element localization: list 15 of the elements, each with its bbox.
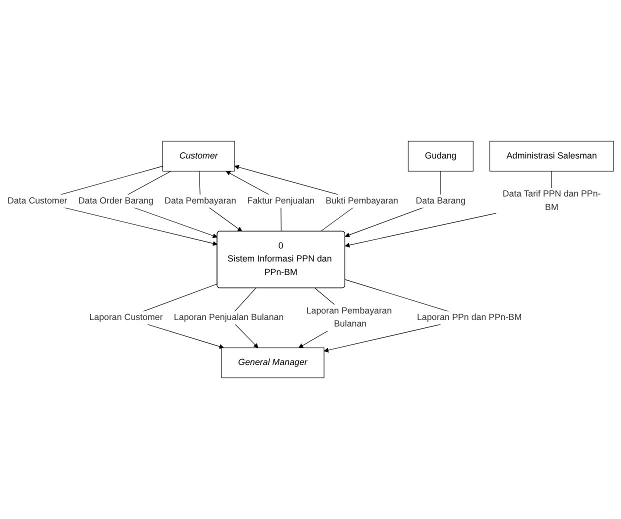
edge-label: Bukti Pembayaran — [326, 196, 398, 206]
edge-label: Data Order Barang — [78, 196, 154, 206]
edge-label: Data Barang — [416, 196, 466, 206]
edge-label: Data Customer — [7, 196, 68, 206]
edge-label: Faktur Penjualan — [247, 196, 315, 206]
edge-label: Laporan Pembayaran Bulanan — [306, 306, 392, 329]
node-box: Administrasi Salesman — [490, 140, 614, 172]
edge-label: Laporan Penjualan Bulanan — [174, 312, 284, 322]
node-box: General Manager — [221, 348, 324, 378]
edge-label: Laporan Customer — [89, 312, 163, 322]
edge-label: Data Tarif PPN dan PPn-BM — [502, 190, 601, 212]
node-box: Gudang — [408, 140, 474, 172]
edge-label: Data Pembayaran — [164, 196, 236, 206]
edge-label: Laporan PPn dan PPn-BM — [416, 312, 522, 322]
node-box: Customer — [162, 140, 235, 172]
